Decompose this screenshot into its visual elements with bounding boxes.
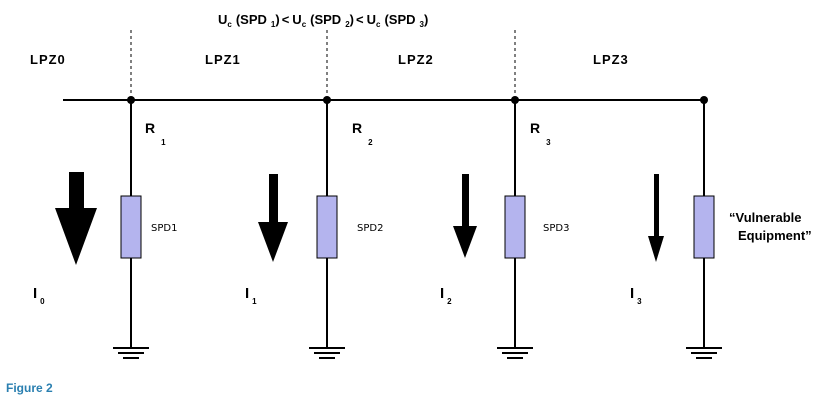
current-sub-3: 3 [637, 297, 642, 306]
zone-label-lpz2: LPZ2 [398, 52, 434, 67]
ground-icon [497, 347, 533, 359]
current-arrow-i3 [648, 174, 664, 262]
branch-spd3 [497, 100, 533, 359]
formula-close2: ) [350, 12, 354, 27]
ground-icon [686, 347, 722, 359]
zone-label-lpz3: LPZ3 [593, 52, 629, 67]
spd2-label: SPD2 [357, 223, 383, 234]
formula-lt2: < [356, 12, 364, 27]
formula-close3: ) [424, 12, 428, 27]
current-arrow-i0 [55, 172, 97, 265]
spd1-label: SPD1 [151, 223, 177, 234]
current-sub-2: 2 [447, 297, 452, 306]
formula-c2: c [302, 20, 307, 29]
formula-u3: U [367, 12, 376, 27]
spd3-component [504, 195, 526, 259]
current-letter-1: I [245, 285, 249, 302]
formula-lt1: < [282, 12, 290, 27]
resistor-label-3: R3 [530, 120, 551, 147]
formula-spd3: (SPD [384, 12, 415, 27]
resistor-sub-3: 3 [546, 138, 551, 147]
current-letter-3: I [630, 285, 634, 302]
current-arrow-i2 [453, 174, 477, 258]
formula-idx1: 1 [271, 20, 276, 29]
formula-u1: U [218, 12, 227, 27]
spd1-component [120, 195, 142, 259]
resistor-label-2: R2 [352, 120, 373, 147]
equipment-component [693, 195, 715, 259]
resistor-sub-1: 1 [161, 138, 166, 147]
branch-spd1 [113, 100, 149, 359]
resistor-label-1: R1 [145, 120, 166, 147]
figure-caption: Figure 2 [6, 381, 53, 395]
spd2-component [316, 195, 338, 259]
branch-spd2 [309, 100, 345, 359]
zone-label-lpz1: LPZ1 [205, 52, 241, 67]
ground-icon [309, 347, 345, 359]
resistor-letter-1: R [145, 120, 155, 136]
formula-u2: U [292, 12, 301, 27]
spd3-label: SPD3 [543, 223, 569, 234]
ground-icon [113, 347, 149, 359]
current-letter-2: I [440, 285, 444, 302]
formula-spd1: (SPD [236, 12, 267, 27]
equipment-label-line1: “Vulnerable [729, 210, 801, 225]
formula-close1: ) [275, 12, 279, 27]
current-letter-0: I [33, 285, 37, 302]
formula-c1: c [227, 20, 232, 29]
formula-idx2: 2 [345, 20, 350, 29]
current-sub-0: 0 [40, 297, 45, 306]
resistor-sub-2: 2 [368, 138, 373, 147]
formula-spd2: (SPD [310, 12, 341, 27]
equipment-label-line2: Equipment” [738, 228, 812, 243]
branch-equipment [686, 100, 722, 359]
zone-label-lpz0: LPZ0 [30, 52, 66, 67]
formula-idx3: 3 [420, 20, 425, 29]
current-sub-1: 1 [252, 297, 257, 306]
resistor-letter-2: R [352, 120, 362, 136]
formula-c3: c [376, 20, 381, 29]
resistor-letter-3: R [530, 120, 540, 136]
current-arrow-i1 [258, 174, 288, 262]
